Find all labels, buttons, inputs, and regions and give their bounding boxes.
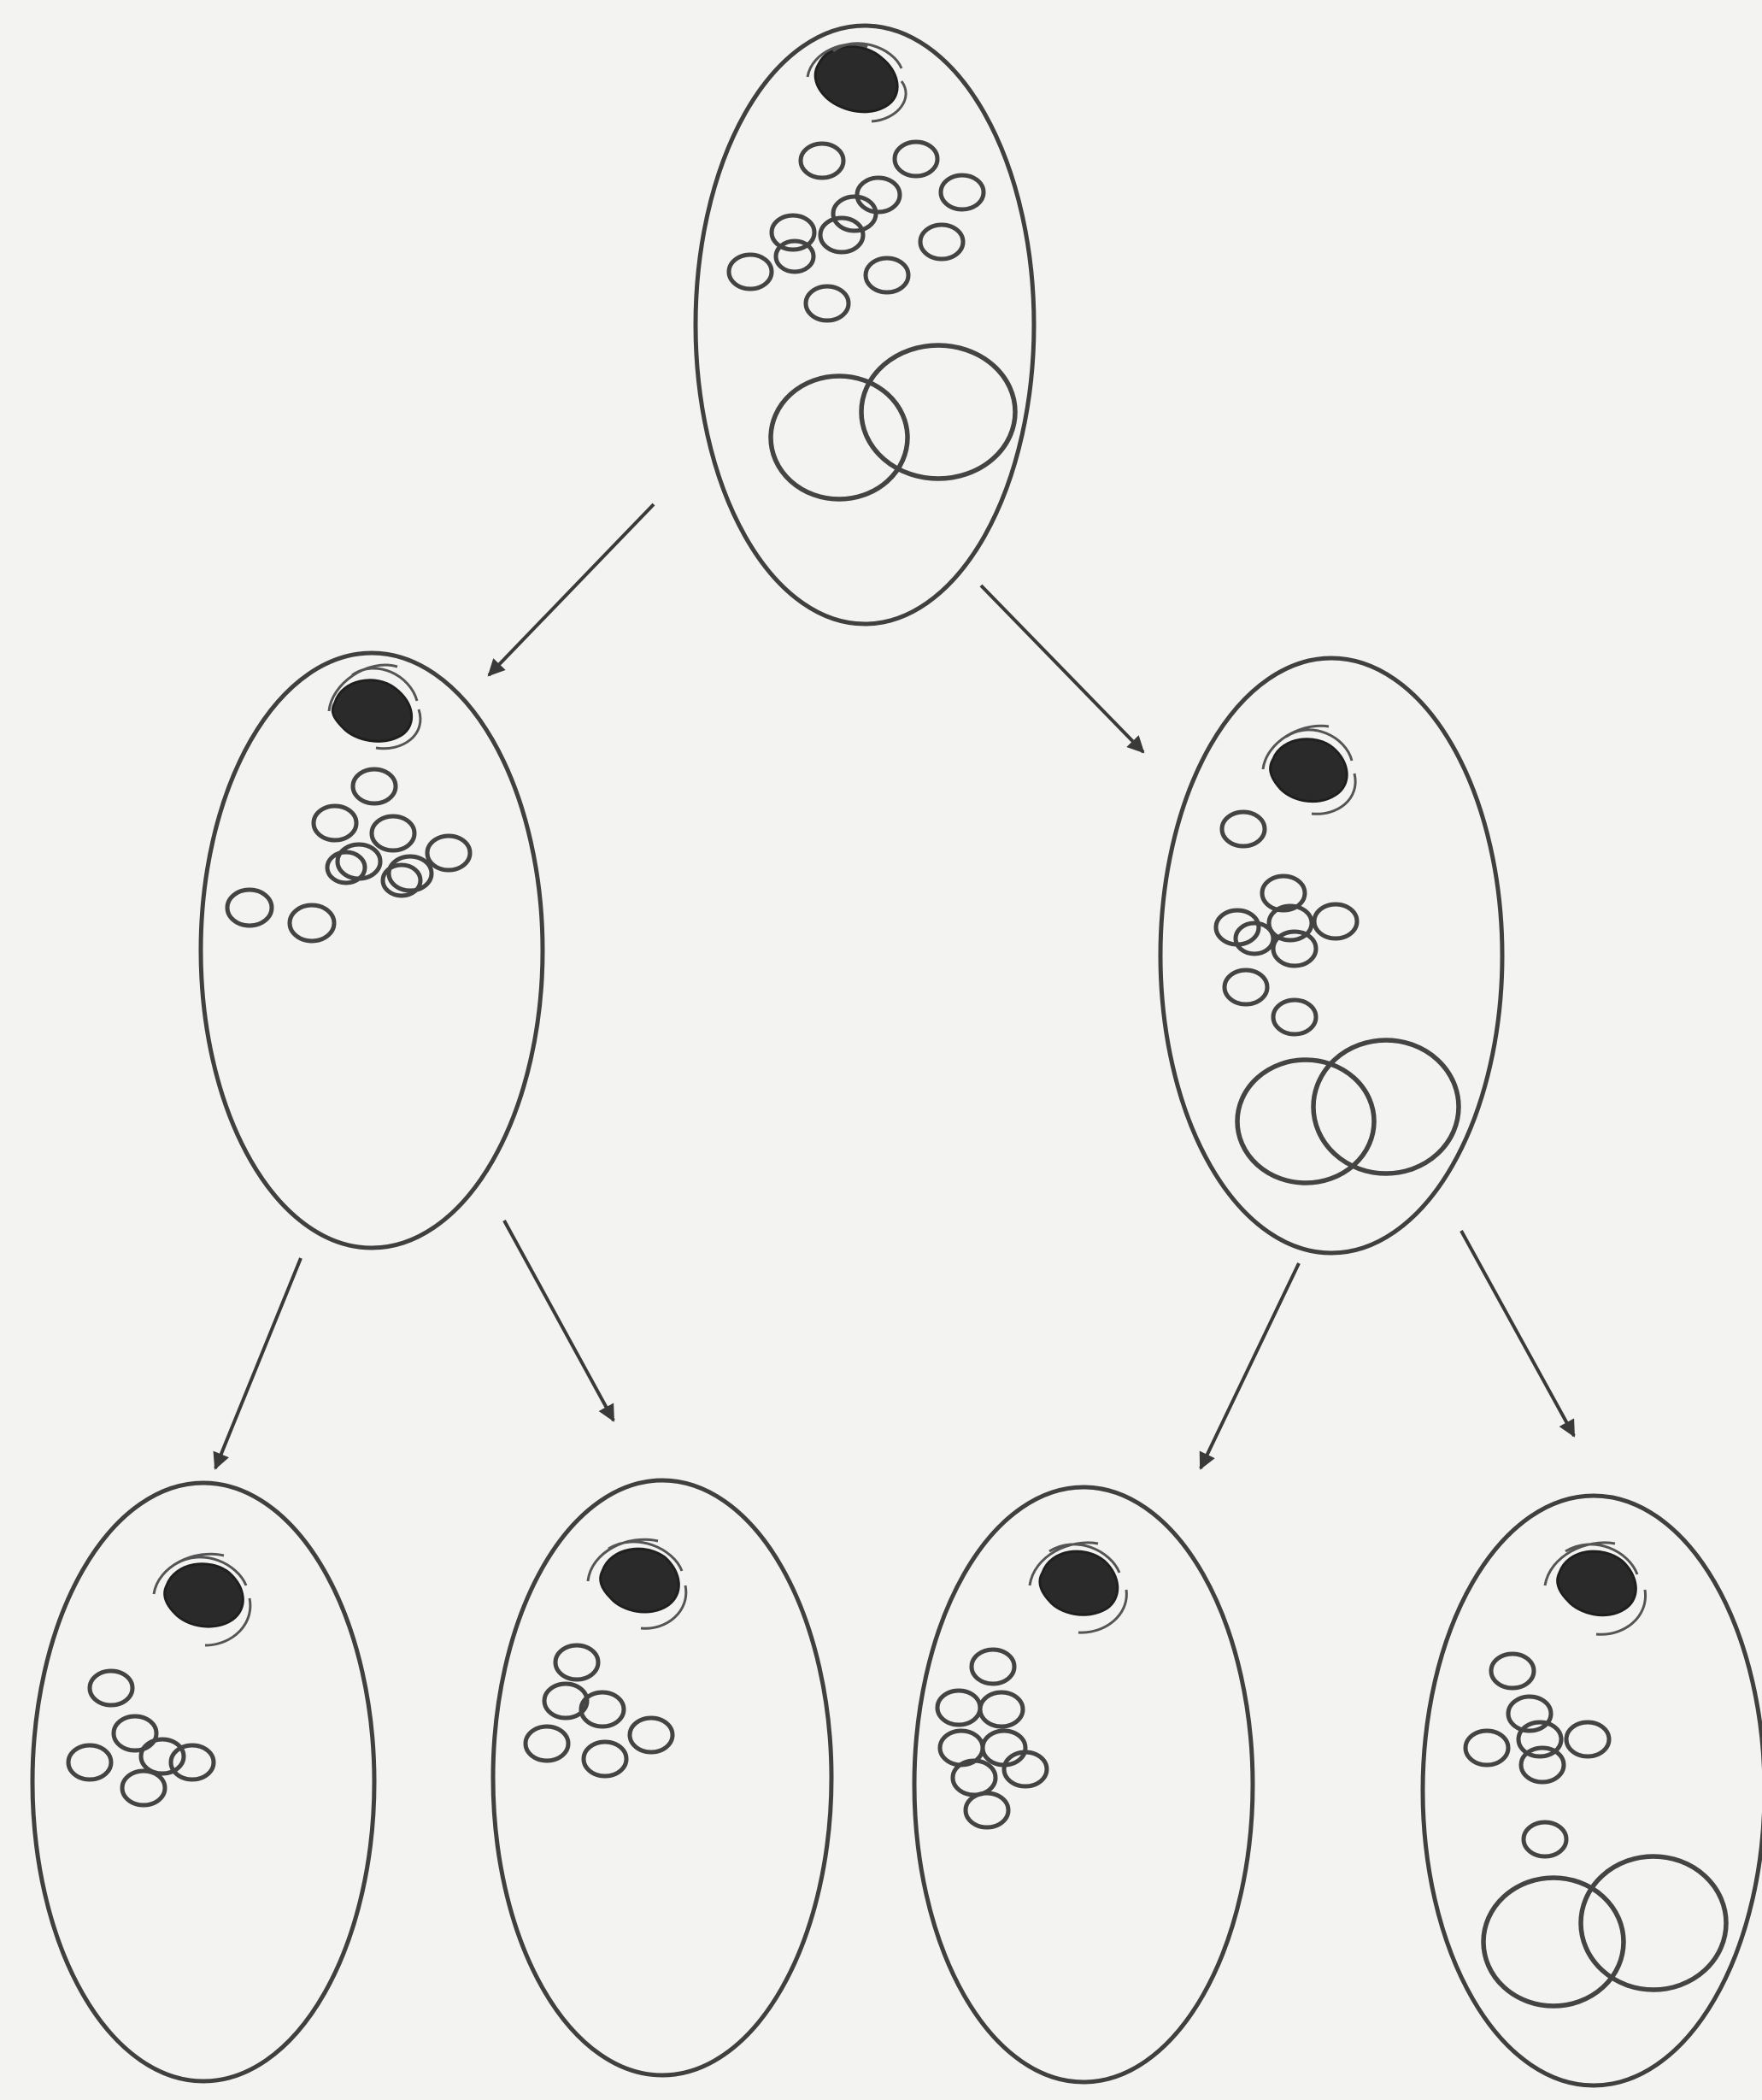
granule [1222, 812, 1265, 846]
granule [1491, 1654, 1534, 1688]
granule-cluster [227, 769, 470, 941]
large-body [1581, 1856, 1726, 1990]
granule [941, 175, 984, 209]
granule [895, 142, 937, 176]
granule [980, 1692, 1023, 1726]
granule [290, 905, 334, 941]
cell-parent [696, 26, 1034, 624]
granule [1314, 904, 1357, 938]
granule [68, 1745, 111, 1779]
division-arrows [215, 504, 1574, 1468]
granule [983, 1731, 1025, 1765]
granule [972, 1650, 1014, 1684]
large-body [1313, 1040, 1459, 1174]
granule [806, 286, 849, 321]
nucleus [808, 44, 906, 121]
granule [920, 225, 963, 259]
granule [555, 1645, 598, 1679]
granule-cluster [937, 1650, 1047, 1827]
cell-daughter-left [201, 653, 543, 1248]
granule [953, 1761, 996, 1795]
nucleus [1030, 1543, 1126, 1632]
granule [581, 1692, 624, 1726]
granule [937, 1691, 980, 1725]
arrow-right-to-gen3-4 [1461, 1231, 1574, 1436]
cell-granddaughter-4 [1423, 1496, 1762, 2085]
granule [1225, 970, 1267, 1004]
cell-membrane [696, 26, 1034, 624]
arrow-parent-to-right [981, 585, 1143, 752]
cell-daughter-right [1160, 658, 1502, 1253]
granule [1004, 1752, 1047, 1786]
granule [1524, 1822, 1566, 1856]
granule [314, 806, 356, 840]
granule [526, 1726, 568, 1761]
granule [353, 769, 396, 803]
granule [122, 1771, 165, 1805]
granule [833, 197, 876, 231]
granule [776, 241, 813, 272]
granule [820, 218, 863, 252]
cell-membrane [201, 653, 543, 1248]
large-bodies [1483, 1856, 1726, 2006]
granule [90, 1671, 132, 1705]
granule [372, 816, 414, 850]
granule [1465, 1731, 1508, 1765]
granule-cluster [729, 142, 984, 321]
granule-cluster [1465, 1654, 1609, 1856]
cell-granddaughter-1 [32, 1483, 374, 2081]
nucleus [329, 665, 420, 749]
granule [389, 856, 432, 891]
granule [584, 1742, 626, 1776]
granule [729, 255, 772, 289]
nucleus [154, 1554, 250, 1645]
granule-cluster [68, 1671, 214, 1805]
granule [1521, 1748, 1564, 1782]
large-body [771, 376, 907, 499]
large-body [1483, 1878, 1624, 2006]
nucleus [1545, 1543, 1646, 1634]
nucleus [588, 1539, 686, 1628]
granule [1273, 932, 1316, 966]
nucleus [1263, 726, 1355, 814]
granule [801, 144, 843, 178]
granule [866, 258, 908, 292]
granule [171, 1745, 214, 1779]
large-bodies [771, 345, 1015, 499]
arrow-right-to-gen3-3 [1201, 1263, 1299, 1468]
large-body [861, 345, 1015, 479]
granule [966, 1793, 1008, 1827]
granule [427, 836, 470, 870]
granule-cluster [1216, 812, 1357, 1034]
granule [114, 1716, 156, 1750]
granule [1566, 1722, 1609, 1756]
granule [630, 1718, 672, 1752]
granule [857, 178, 900, 212]
arrow-parent-to-left [489, 504, 654, 675]
large-bodies [1237, 1040, 1459, 1183]
granule-cluster [526, 1645, 672, 1776]
granule [338, 844, 380, 879]
cell-granddaughter-3 [914, 1487, 1253, 2082]
granule [227, 890, 272, 926]
cell-granddaughter-2 [493, 1480, 831, 2075]
granule [327, 852, 365, 883]
arrow-left-to-gen3-2 [504, 1221, 614, 1421]
granule [141, 1739, 184, 1774]
arrow-left-to-gen3-1 [215, 1258, 301, 1468]
granule [1273, 1000, 1316, 1034]
